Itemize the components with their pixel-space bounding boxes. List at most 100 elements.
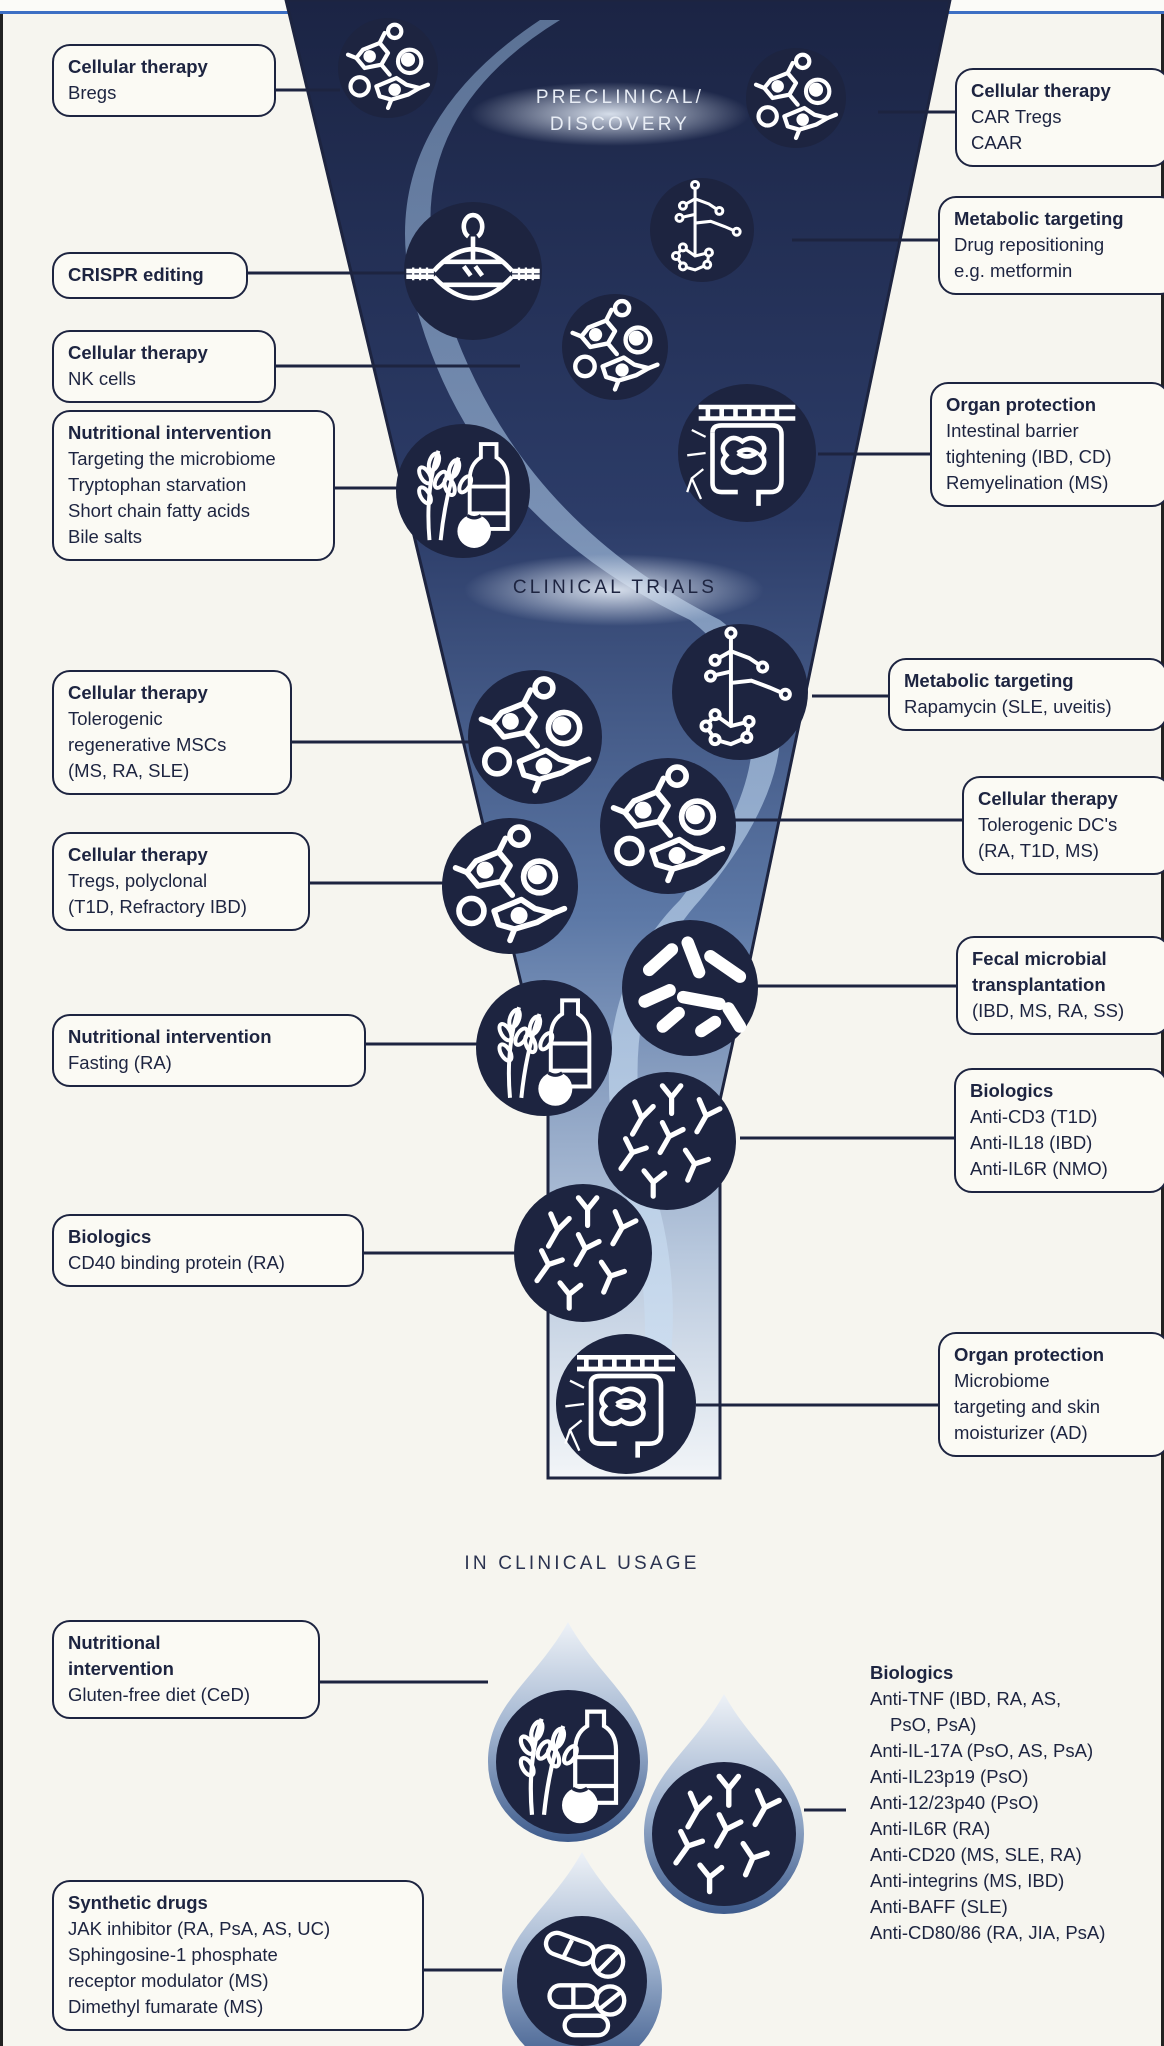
label-title: Cellular therapy xyxy=(68,56,208,77)
label-title: Synthetic drugs xyxy=(68,1892,208,1913)
label-line: Rapamycin (SLE, uveitis) xyxy=(904,696,1112,717)
label-line: tightening (IBD, CD) xyxy=(946,446,1112,467)
label-line: Bregs xyxy=(68,82,117,103)
label-title: Cellular therapy xyxy=(978,788,1118,809)
label-line: Anti-TNF (IBD, RA, AS, xyxy=(870,1688,1062,1709)
intestine-icon xyxy=(556,1334,696,1474)
label-box: Cellular therapy NK cells xyxy=(52,330,276,403)
label-line: Anti-IL6R (RA) xyxy=(870,1818,991,1839)
label-line: Anti-IL6R (NMO) xyxy=(970,1158,1108,1179)
label-line: Anti-CD3 (T1D) xyxy=(970,1106,1098,1127)
label-line: Targeting the microbiome xyxy=(68,448,276,469)
stage-clinical-trials: CLINICAL TRIALS xyxy=(512,577,718,598)
label-title: Biologics xyxy=(970,1080,1054,1101)
label-line: PsO, PsA) xyxy=(890,1714,977,1735)
label-line: Short chain fatty acids xyxy=(68,500,251,521)
label-line: JAK inhibitor (RA, PsA, AS, UC) xyxy=(68,1918,331,1939)
nutrition-icon xyxy=(476,980,612,1116)
label-line: Bile salts xyxy=(68,526,143,547)
antibodies-icon xyxy=(652,1762,796,1906)
label-line: CD40 binding protein (RA) xyxy=(68,1252,285,1273)
crispr-icon xyxy=(404,202,542,340)
label-title: Biologics xyxy=(870,1662,954,1683)
label-line: e.g. metformin xyxy=(954,260,1073,281)
cells-icon xyxy=(600,758,736,894)
label-line: Gluten-free diet (CeD) xyxy=(68,1684,250,1705)
label-line: Tryptophan starvation xyxy=(68,474,247,495)
cells-icon xyxy=(562,294,668,400)
antibodies-icon xyxy=(514,1184,652,1322)
label-line: CAR Tregs xyxy=(971,106,1062,127)
cells-icon xyxy=(338,18,438,118)
label-line: moisturizer (AD) xyxy=(954,1422,1088,1443)
label-line: Microbiome xyxy=(954,1370,1050,1391)
cells-icon xyxy=(468,670,602,804)
label-box: Fecal microbial transplantation(IBD, MS,… xyxy=(956,936,1164,1035)
intestine-icon xyxy=(678,384,816,522)
metabolic-network-icon xyxy=(672,624,808,760)
label-line: Intestinal barrier xyxy=(946,420,1079,441)
pills-icon xyxy=(517,1916,647,2046)
label-title: CRISPR editing xyxy=(68,264,204,285)
label-line: (T1D, Refractory IBD) xyxy=(68,896,247,917)
label-line: Remyelination (MS) xyxy=(946,472,1109,493)
label-title: Cellular therapy xyxy=(68,844,208,865)
label-line: Anti-BAFF (SLE) xyxy=(870,1896,1008,1917)
label-line: targeting and skin xyxy=(954,1396,1101,1417)
label-title: Nutritional intervention xyxy=(68,1632,174,1679)
stage-preclinical: PRECLINICAL/ DISCOVERY xyxy=(535,87,705,135)
label-line: Anti-IL23p19 (PsO) xyxy=(870,1766,1029,1787)
label-title: Fecal microbial transplantation xyxy=(972,948,1107,995)
label-line: regenerative MSCs xyxy=(68,734,227,755)
bacteria-icon xyxy=(622,920,758,1056)
label-title: Organ protection xyxy=(954,1344,1105,1365)
label-title: Metabolic targeting xyxy=(904,670,1074,691)
label-line: (RA, T1D, MS) xyxy=(978,840,1099,861)
label-line: Anti-CD80/86 (RA, JIA, PsA) xyxy=(870,1922,1106,1943)
label-line: Anti-CD20 (MS, SLE, RA) xyxy=(870,1844,1082,1865)
label-title: Metabolic targeting xyxy=(954,208,1124,229)
label-line: Drug repositioning xyxy=(954,234,1105,255)
label-line: Anti-IL18 (IBD) xyxy=(970,1132,1093,1153)
cells-icon xyxy=(442,818,578,954)
label-line: Tregs, polyclonal xyxy=(68,870,208,891)
label-title: Biologics xyxy=(68,1226,152,1247)
label-line: Tolerogenic DC's xyxy=(978,814,1118,835)
label-line: Anti-IL-17A (PsO, AS, PsA) xyxy=(870,1740,1094,1761)
label-title: Nutritional intervention xyxy=(68,422,272,443)
nutrition-icon xyxy=(496,1690,640,1834)
label-title: Cellular therapy xyxy=(68,342,208,363)
label-line: Anti-integrins (MS, IBD) xyxy=(870,1870,1065,1891)
stage-clinical-usage: IN CLINICAL USAGE xyxy=(464,1553,700,1574)
label-line: (MS, RA, SLE) xyxy=(68,760,190,781)
label-title: Nutritional intervention xyxy=(68,1026,272,1047)
label-line: receptor modulator (MS) xyxy=(68,1970,269,1991)
cells-icon xyxy=(746,48,846,148)
label-line: CAAR xyxy=(971,132,1023,153)
label-line: Anti-12/23p40 (PsO) xyxy=(870,1792,1039,1813)
label-title: Cellular therapy xyxy=(68,682,208,703)
label-line: NK cells xyxy=(68,368,136,389)
label-line: Tolerogenic xyxy=(68,708,163,729)
label-line: Dimethyl fumarate (MS) xyxy=(68,1996,264,2017)
label-line: Fasting (RA) xyxy=(68,1052,172,1073)
label-box: CRISPR editing xyxy=(52,252,248,299)
label-line: Sphingosine-1 phosphate xyxy=(68,1944,278,1965)
